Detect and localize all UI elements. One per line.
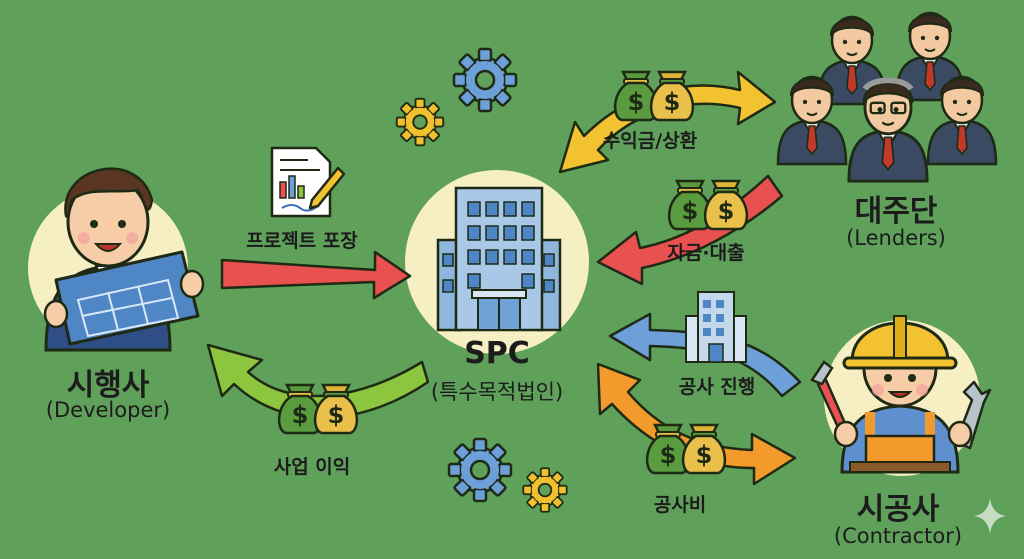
construction-cost-arrow (596, 362, 797, 486)
building-icon (685, 291, 747, 363)
spc-subtitle: (특수목적법인) (430, 380, 564, 404)
money-bag-icon (681, 423, 727, 475)
developer-character (43, 167, 205, 352)
developer-title: 시행사 (66, 368, 150, 403)
gear-icon (447, 437, 513, 503)
project-package-arrow (220, 250, 412, 300)
contractor-subtitle: (Contractor) (833, 524, 963, 548)
money-bag-icon (649, 70, 695, 122)
business-profit-label: 사업 이익 (273, 456, 351, 478)
contractor-character (810, 315, 992, 474)
gear-icon (395, 97, 445, 147)
gear-icon (452, 47, 518, 113)
sparkle-icon (974, 498, 1006, 534)
developer-subtitle: (Developer) (45, 398, 171, 422)
spc-title: SPC (464, 336, 530, 371)
project-package-label: 프로젝트 포장 (246, 230, 358, 252)
money-bag-icon (703, 179, 749, 231)
document-icon (270, 146, 346, 218)
contractor-title: 시공사 (856, 492, 940, 527)
lenders-title: 대주단 (854, 194, 938, 229)
gear-icon (522, 467, 568, 513)
lenders-group (776, 11, 998, 183)
lenders-subtitle: (Lenders) (846, 226, 946, 250)
building-icon (436, 186, 562, 332)
business-profit-arrow (206, 343, 430, 419)
construction-progress-arrow (608, 312, 802, 398)
construction-progress-label: 공사 진행 (678, 376, 756, 398)
construction-cost-label: 공사비 (653, 494, 707, 516)
funding-loan-label: 자금·대출 (667, 242, 745, 264)
repayment-label: 수익금/상환 (602, 130, 698, 152)
